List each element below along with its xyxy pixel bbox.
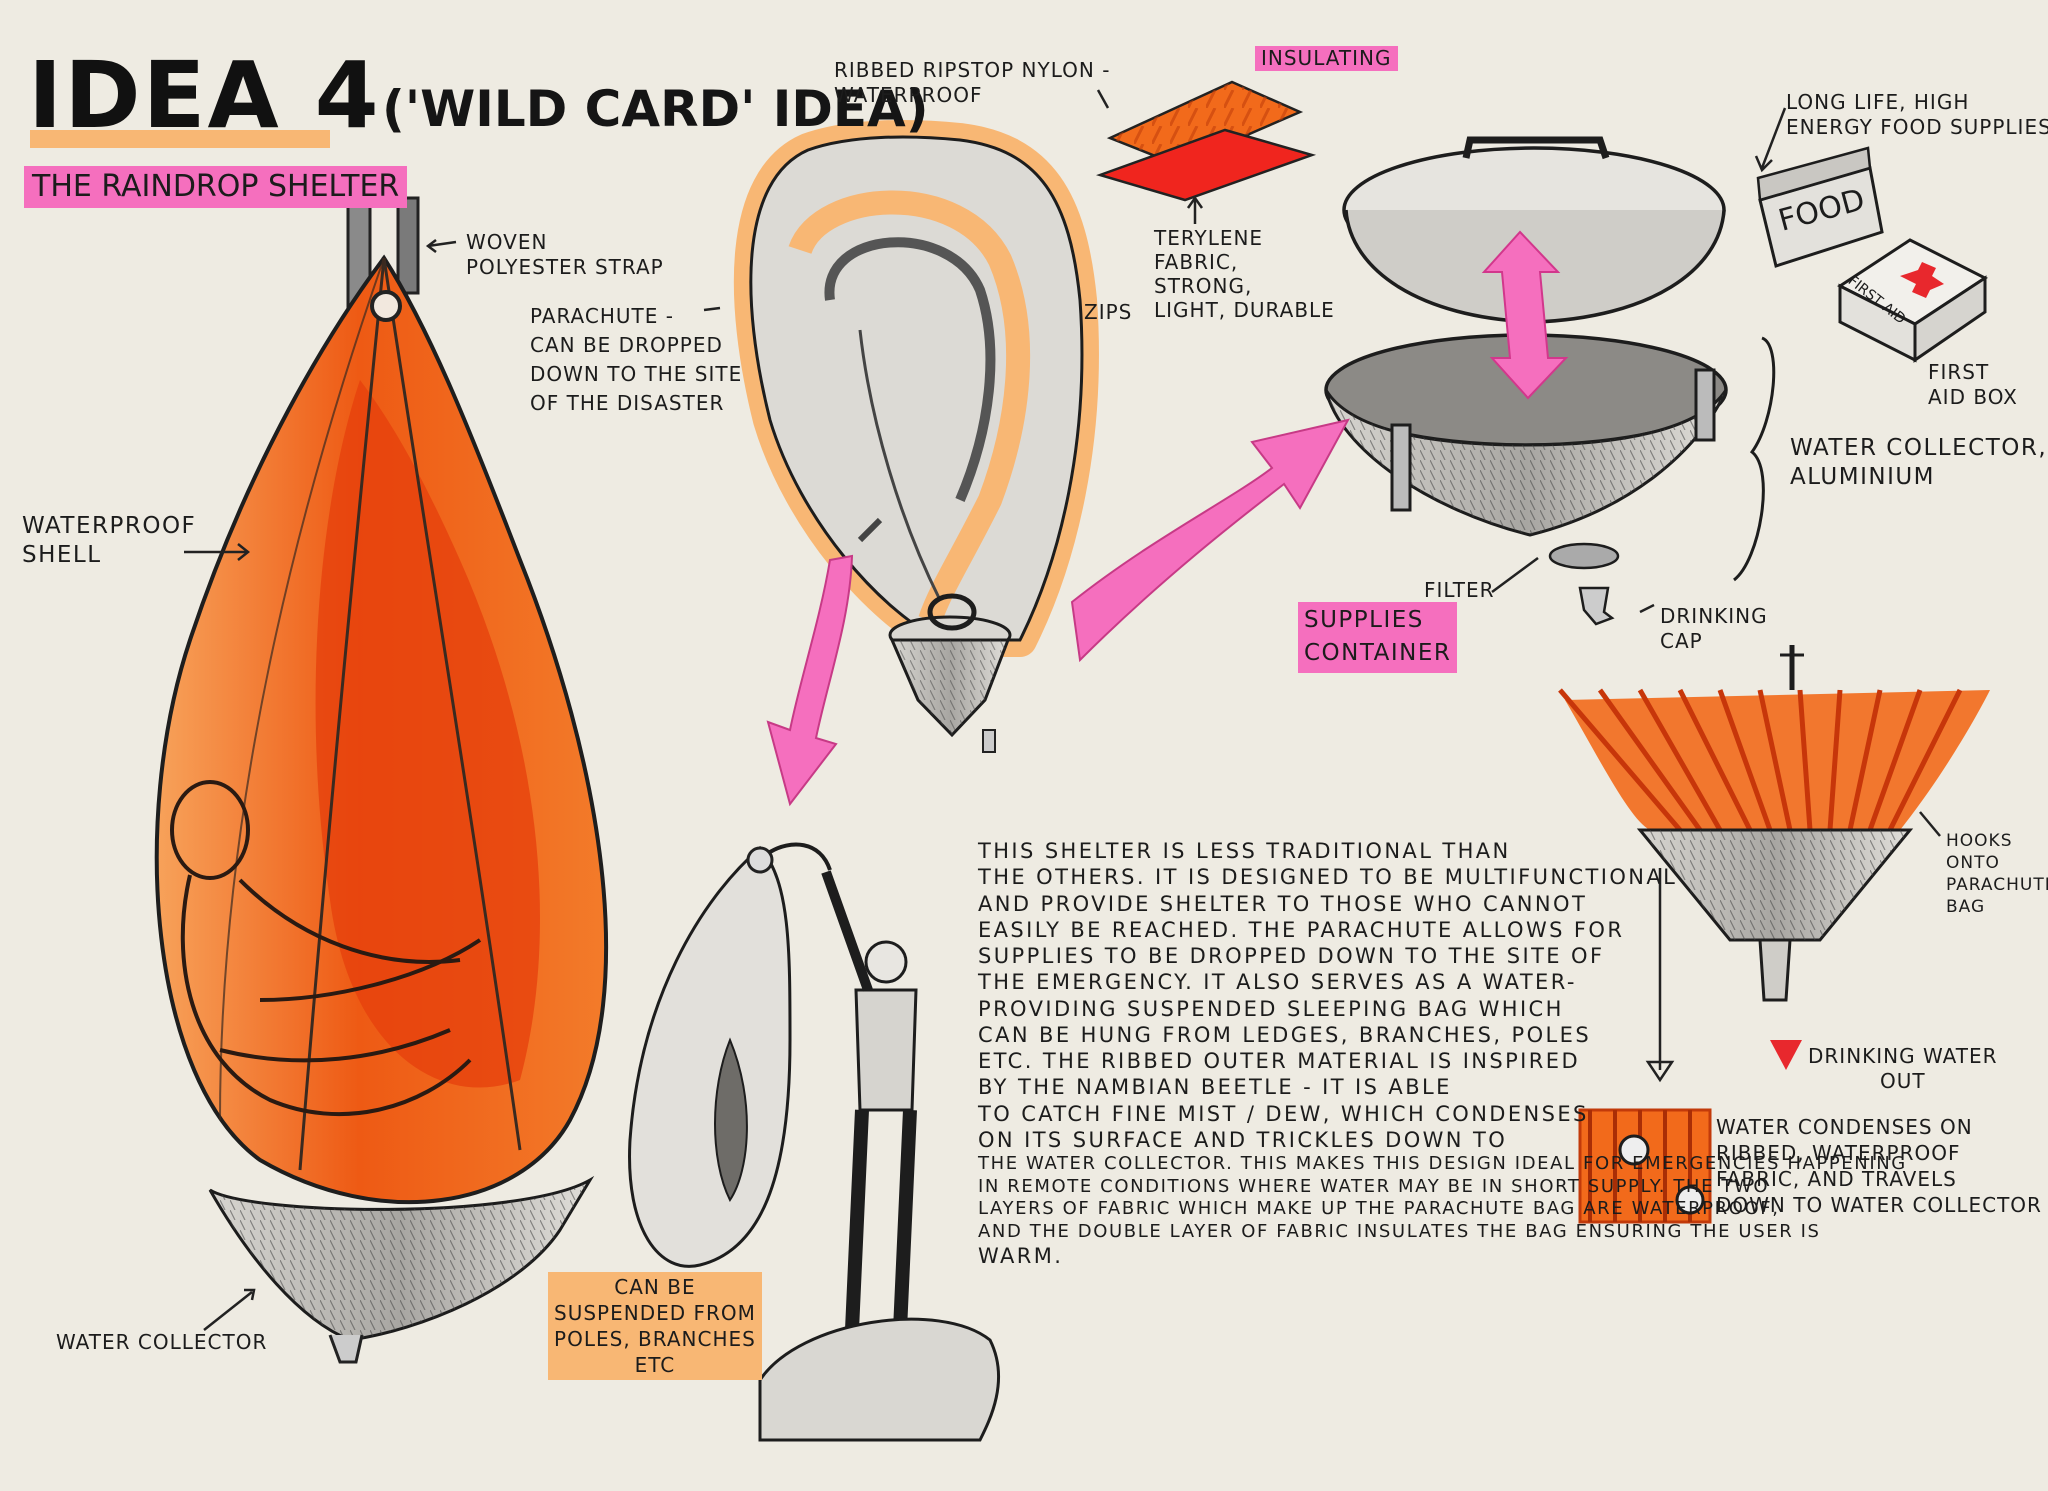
label-drinking-water: DRINKING WATER OUT <box>1808 1044 1998 1093</box>
description-line: AND THE DOUBLE LAYER OF FABRIC INSULATES… <box>978 1220 1821 1242</box>
description-line: PROVIDING SUSPENDED SLEEPING BAG WHICH <box>978 996 1564 1021</box>
description-line: THE OTHERS. IT IS DESIGNED TO BE MULTIFU… <box>978 865 1678 890</box>
shelter-name: THE RAINDROP SHELTER <box>24 166 408 208</box>
label-zips: ZIPS <box>1084 300 1133 324</box>
label-supplies-container: SUPPLIES CONTAINER <box>1298 602 1458 673</box>
description-line: WARM. <box>978 1244 1064 1268</box>
raindrop-shelter-drawing <box>154 196 609 1364</box>
description-line: THIS SHELTER IS LESS TRADITIONAL THAN <box>978 839 1511 863</box>
label-woven-strap: WOVEN POLYESTER STRAP <box>466 230 664 279</box>
parachute-drawing <box>733 120 1099 753</box>
label-water-collector: WATER COLLECTOR <box>56 1330 268 1354</box>
supplies-container-drawing <box>1324 136 1776 626</box>
description-paragraph: THIS SHELTER IS LESS TRADITIONAL THAN TH… <box>978 838 2048 1269</box>
suspended-bag-drawing <box>628 842 1000 1442</box>
label-waterproof-shell: WATERPROOF SHELL <box>22 513 197 568</box>
fabric-swatches <box>1095 80 1317 202</box>
first-aid-box-drawing <box>1837 238 1988 363</box>
label-ribbed-nylon: RIBBED RIPSTOP NYLON - WATERPROOF <box>834 58 1111 107</box>
hooks-detail-drawing <box>1558 645 1990 1224</box>
label-suspended: CAN BE SUSPENDED FROM POLES, BRANCHES ET… <box>548 1272 762 1380</box>
description-line: ON ITS SURFACE AND TRICKLES DOWN TO <box>978 1127 1508 1152</box>
page-subtitle: ('WILD CARD' IDEA) <box>382 80 929 138</box>
description-line: EASILY BE REACHED. THE PARACHUTE ALLOWS … <box>978 917 1625 942</box>
food-can-drawing <box>1756 146 1884 268</box>
label-water-collector-aluminium: WATER COLLECTOR, ALUMINIUM <box>1790 435 2048 490</box>
label-first-aid-box: FIRST AID BOX <box>1928 360 2018 409</box>
pink-arrows <box>766 418 1350 807</box>
label-arrows <box>184 89 1941 1331</box>
description-line: ETC. THE RIBBED OUTER MATERIAL IS INSPIR… <box>978 1049 1581 1073</box>
description-line: IN REMOTE CONDITIONS WHERE WATER MAY BE … <box>978 1175 1770 1197</box>
title-highlight <box>30 130 330 148</box>
description-line: LAYERS OF FABRIC WHICH MAKE UP THE PARAC… <box>978 1198 1780 1219</box>
description-line: THE EMERGENCY. IT ALSO SERVES AS A WATER… <box>978 970 1577 995</box>
description-line: TO CATCH FINE MIST / DEW, WHICH CONDENSE… <box>978 1101 1589 1126</box>
label-parachute: PARACHUTE - CAN BE DROPPED DOWN TO THE S… <box>530 304 743 415</box>
label-filter: FILTER <box>1424 578 1495 602</box>
label-condenses: WATER CONDENSES ON RIBBED, WATERPROOF FA… <box>1716 1115 2042 1217</box>
label-drinking-cap: DRINKING CAP <box>1660 604 1768 653</box>
label-food-supplies: LONG LIFE, HIGH ENERGY FOOD SUPPLIES <box>1786 90 2048 139</box>
label-insulating: INSULATING <box>1255 46 1398 71</box>
description-line: CAN BE HUNG FROM LEDGES, BRANCHES, POLES <box>978 1022 1592 1047</box>
description-line: AND PROVIDE SHELTER TO THOSE WHO CANNOT <box>978 891 1588 916</box>
description-line: THE WATER COLLECTOR. THIS MAKES THIS DES… <box>978 1153 1907 1174</box>
label-hooks: HOOKS ONTO PARACHUTE BAG <box>1946 831 2048 918</box>
description-line: BY THE NAMBIAN BEETLE - IT IS ABLE <box>978 1075 1452 1100</box>
description-line: SUPPLIES TO BE DROPPED DOWN TO THE SITE … <box>978 944 1605 968</box>
label-terylene: TERYLENE FABRIC, STRONG, LIGHT, DURABLE <box>1154 226 1335 322</box>
